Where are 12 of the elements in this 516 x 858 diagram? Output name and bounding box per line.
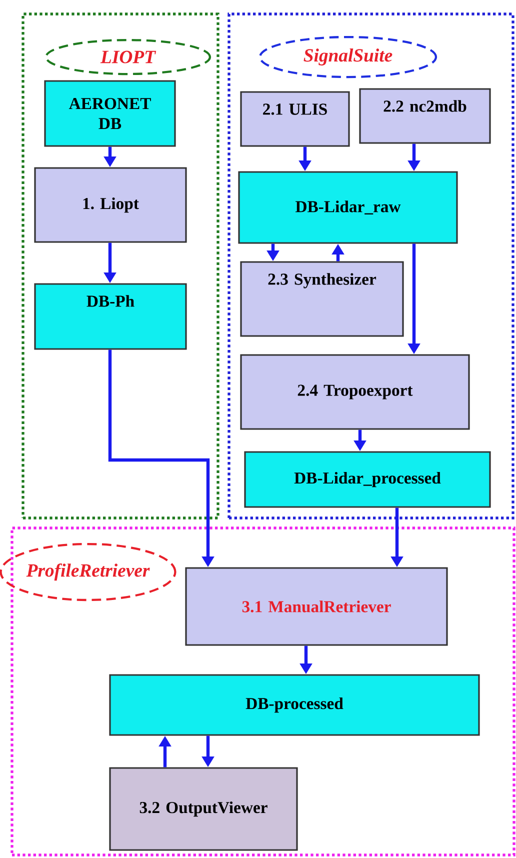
process-box: 3.1 ManualRetriever — [185, 567, 448, 646]
process-box: 2.3 Synthesizer — [240, 261, 404, 337]
process-box: AERONET DB — [44, 80, 176, 147]
process-box: DB-Lidar_processed — [244, 451, 491, 508]
process-box: DB-Lidar_raw — [238, 171, 458, 244]
process-box: DB-processed — [109, 674, 480, 736]
process-box: 2.2 nc2mdb — [359, 88, 491, 144]
process-box: 2.1 ULIS — [240, 91, 350, 147]
process-box: 2.4 Tropoexport — [240, 354, 470, 430]
process-box: 1. Liopt — [34, 167, 187, 243]
process-box: DB-Ph — [34, 283, 187, 350]
process-box: 3.2 OutputViewer — [109, 767, 298, 851]
